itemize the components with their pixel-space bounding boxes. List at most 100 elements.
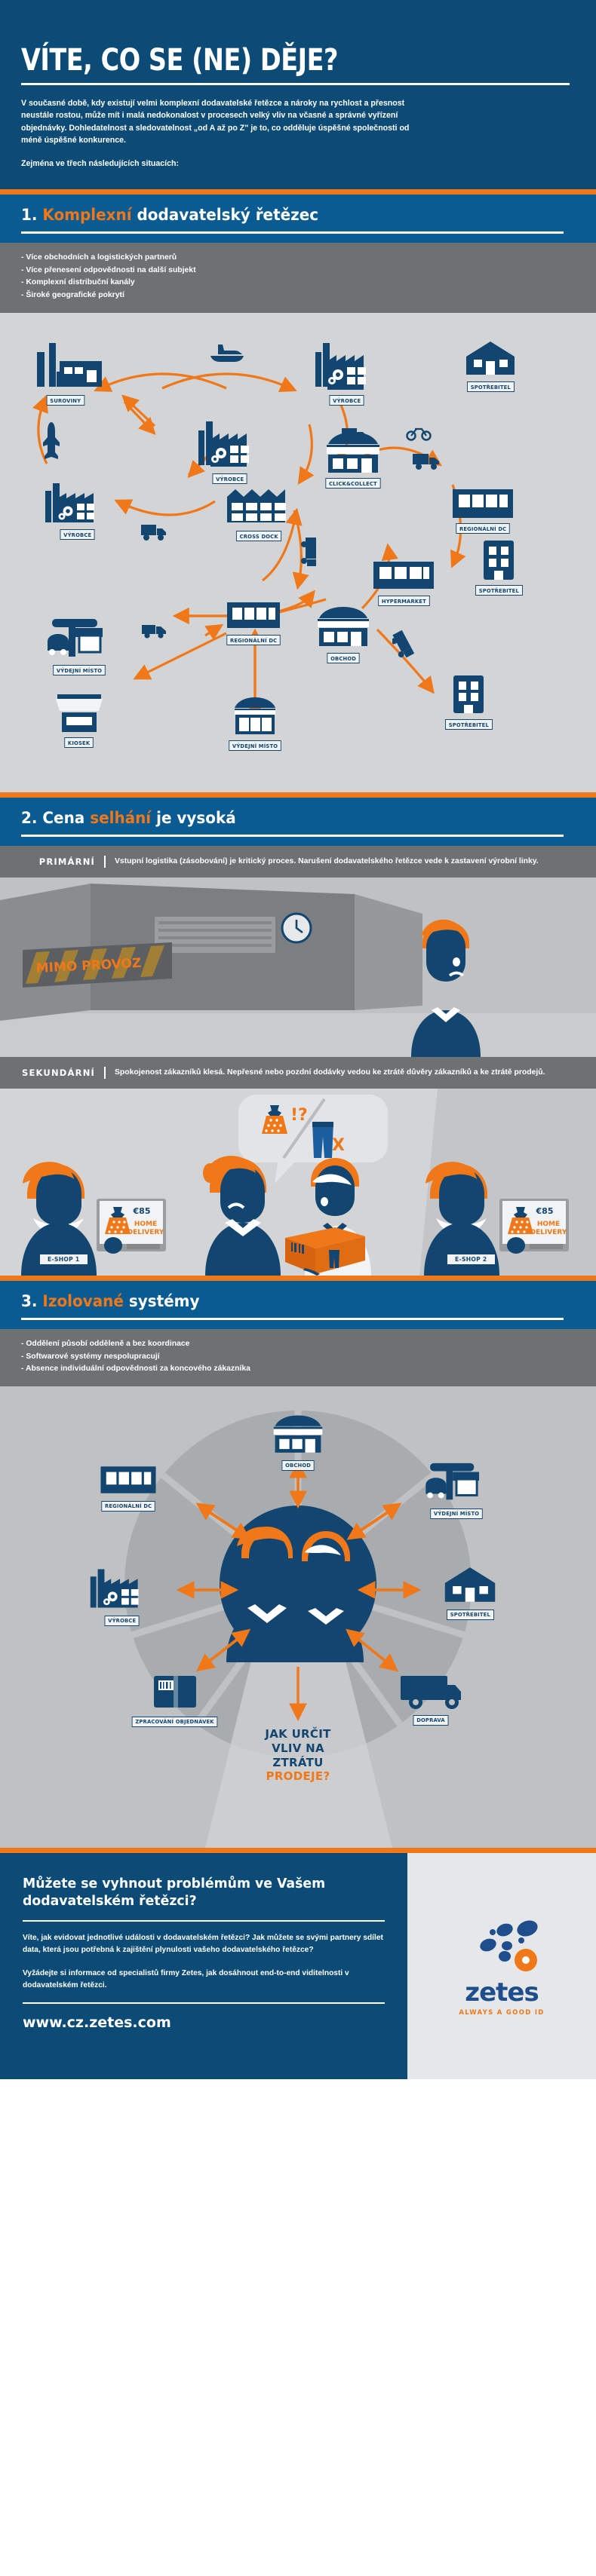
eshop-scene: €85 HOME DELIVERY !? [0, 1089, 596, 1276]
footer-paragraph-2: Vyžádejte si informace od specialistů fi… [23, 1968, 349, 1989]
node-label: REGIONÁLNÍ DC [226, 635, 281, 646]
section1-number: 1. [21, 206, 38, 225]
bullet-item: - Softwarové systémy nespolupracují [21, 1352, 160, 1361]
section3-highlight: Izolované [42, 1292, 124, 1311]
isolated-systems-diagram: OBCHOD VÝDEJNÍ MÍSTO [0, 1386, 596, 1849]
node-label: OBCHOD [327, 653, 360, 664]
node-label: CROSS DOCK [235, 531, 282, 542]
section3-rest: systémy [128, 1292, 200, 1311]
bullet-item: - Více obchodních a logistických partner… [21, 253, 177, 262]
wheel-node-vyrobce: VÝROBCE [62, 1566, 183, 1626]
node-label: VÝROBCE [104, 1615, 140, 1626]
question-line-2: VLIV NA [272, 1741, 324, 1755]
shop-awning-icon [300, 431, 406, 476]
hero-paragraph: V současné době, kdy existují velmi komp… [21, 99, 410, 145]
section2-header: 2. Cena selhání je vysoká [0, 797, 596, 846]
dc-icon [193, 598, 314, 633]
node-label: REGIONÁLNÍ DC [101, 1500, 155, 1512]
dc-icon [422, 485, 543, 521]
secondary-callout: SEKUNDÁRNÍ Spokojenost zákazníků klesá. … [0, 1056, 596, 1089]
node-label: KIOSEK [64, 737, 94, 749]
footer-url[interactable]: www.cz.zetes.com [23, 2014, 171, 2032]
primary-label: PRIMÁRNÍ [38, 856, 95, 867]
question-line-3: ZTRÁTU [272, 1755, 324, 1769]
divider-orange-3 [0, 1276, 596, 1282]
kiosk-icon [38, 688, 121, 735]
wheel-node-vydejni-misto: VÝDEJNÍ MÍSTO [392, 1459, 521, 1519]
truck-icon [374, 1671, 487, 1712]
node-label: VÝDEJNÍ MÍSTO [430, 1508, 483, 1519]
factory-gears-icon [290, 338, 404, 393]
node-label: REGIONÁLNÍ DC [456, 523, 510, 534]
parcel-icon [97, 1671, 253, 1714]
divider-orange-4 [0, 1848, 596, 1854]
node-label: SUROVINY [46, 395, 85, 406]
zetes-logo-mark [480, 1920, 538, 1971]
warehouse-icon [204, 485, 314, 528]
bullet-item: - Komplexní distribuční kanály [21, 278, 135, 287]
bubble-cross: X [332, 1136, 345, 1155]
factory-gears-icon [21, 480, 134, 527]
node-cross-dock: CROSS DOCK [204, 485, 314, 542]
section2-number: 2. [21, 808, 38, 827]
footer-rule-bottom [23, 2002, 385, 2005]
bullet-item: - Široké geografické pokrytí [21, 291, 124, 300]
section3-bullets: - Oddělení působí odděleně a bez koordin… [0, 1329, 596, 1387]
node-spotrebitel-2: SPOTŘEBITEL [450, 538, 548, 596]
pickup-point-icon [392, 1459, 521, 1505]
node-label: DOPRAVA [413, 1714, 449, 1726]
node-label: VÝDEJNÍ MÍSTO [229, 740, 281, 752]
screen-price: €85 [536, 1206, 554, 1216]
screen-line-1: HOME [537, 1221, 560, 1228]
node-spotrebitel-3: SPOTŘEBITEL [419, 673, 518, 731]
wheel-node-doprava: DOPRAVA [374, 1671, 487, 1726]
section1-rest: dodavatelský řetězec [137, 206, 319, 225]
section3-underline [21, 1318, 564, 1321]
node-vydejni-misto-2: VÝDEJNÍ MÍSTO [202, 696, 308, 752]
node-label: HYPERMARKET [377, 596, 430, 607]
shop-icon [250, 1415, 346, 1457]
zetes-wordmark: zetes [465, 1977, 539, 2008]
shop-icon [294, 606, 392, 651]
node-label: ZPRACOVÁNÍ OBJEDNÁVEK [132, 1716, 218, 1727]
node-vyrobce-3: VÝROBCE [21, 480, 134, 541]
dc-icon [63, 1462, 193, 1498]
section1-bullets: - Více obchodních a logistických partner… [0, 243, 596, 313]
node-kiosek: KIOSEK [38, 688, 121, 749]
footer-rule-top [23, 1920, 385, 1922]
divider-orange-1 [0, 189, 596, 195]
node-regionalni-dc-2: REGIONÁLNÍ DC [193, 598, 314, 646]
transport-ship-icon [207, 343, 247, 366]
primary-text: Vstupní logistika (zásobování) je kritic… [115, 856, 539, 865]
zetes-tagline: ALWAYS A GOOD ID [459, 2008, 545, 2017]
node-label: OBCHOD [281, 1460, 315, 1471]
node-vydejni-misto-1: VÝDEJNÍ MÍSTO [23, 614, 136, 676]
node-obchod: OBCHOD [294, 606, 392, 664]
pickup-point-icon [23, 614, 136, 663]
section3-number: 3. [21, 1292, 38, 1311]
eshop-illustration: €85 HOME DELIVERY !? [0, 1089, 596, 1276]
title-underline [21, 83, 570, 85]
question-line-1: JAK URČIT [265, 1727, 331, 1741]
locker-icon [202, 696, 308, 738]
node-regionalni-dc-1: REGIONÁLNÍ DC [422, 485, 543, 534]
transport-bicycle-icon [406, 424, 432, 445]
node-label: SPOTŘEBITEL [475, 585, 523, 596]
hero-section: VÍTE, CO SE (NE) DĚJE? V současné době, … [0, 0, 596, 190]
footer-paragraph-1: Víte, jak evidovat jednotlivé události v… [23, 1934, 383, 1955]
section2-highlight: selhání [90, 808, 152, 827]
node-label: VÝROBCE [60, 529, 96, 541]
question-line-4: PRODEJE? [266, 1769, 330, 1784]
footer-section: Můžete se vyhnout problémům ve Vašem dod… [0, 1853, 596, 2080]
factory-illustration: MIMO PROVOZ [0, 877, 596, 1057]
supply-chain-diagram: SUROVINY VÝROBCE [0, 312, 596, 792]
node-vyrobce-2: VÝROBCE [174, 418, 287, 485]
node-vyrobce-1: VÝROBCE [290, 338, 404, 406]
node-label: CLICK&COLLECT [325, 478, 381, 489]
section2-underline [21, 834, 564, 837]
transport-truck-icon-4 [300, 536, 318, 573]
hypermarket-icon [347, 559, 460, 593]
infographic-page: VÍTE, CO SE (NE) DĚJE? V současné době, … [0, 0, 596, 2080]
transport-truck-icon-5 [391, 628, 415, 665]
node-label: VÝDEJNÍ MÍSTO [53, 665, 106, 676]
